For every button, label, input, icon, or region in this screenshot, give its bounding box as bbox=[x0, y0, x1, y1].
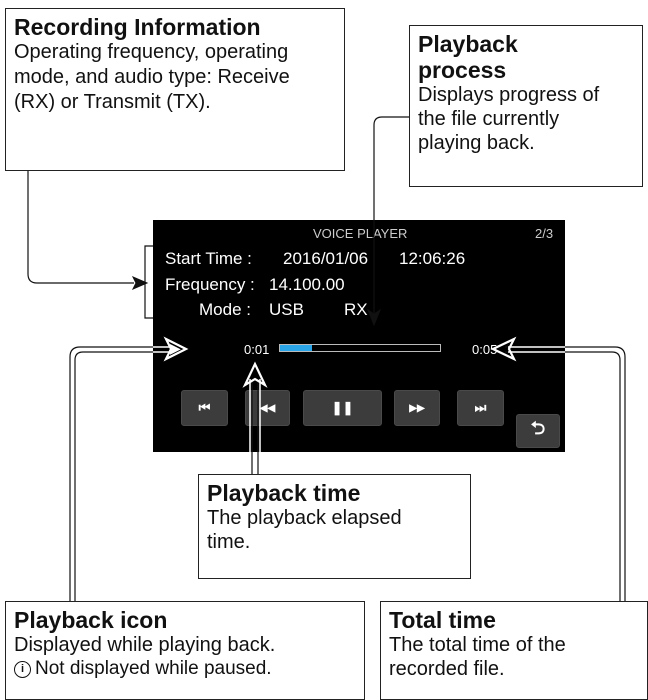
callout-body: Displays progress of the file currently … bbox=[418, 84, 600, 154]
callout-recording-information: Recording Information Operating frequenc… bbox=[5, 8, 345, 171]
start-time-clock: 12:06:26 bbox=[399, 249, 466, 268]
callout-total-time: Total time The total time of the recorde… bbox=[380, 601, 648, 700]
skip-forward-icon: ⏭ bbox=[474, 400, 487, 415]
skip-back-icon: ⏮ bbox=[198, 400, 211, 415]
info-icon: i bbox=[14, 661, 31, 678]
frequency-value: 14.100.00 bbox=[269, 275, 345, 294]
callout-title: Recording Information bbox=[14, 14, 261, 40]
callout-body: The total time of the recorded file. bbox=[389, 634, 566, 680]
callout-title: Playback time bbox=[207, 480, 361, 506]
screen-title: VOICE PLAYER bbox=[313, 226, 408, 241]
pause-icon: ❚❚ bbox=[331, 400, 354, 415]
callout-body: Operating frequency, operating mode, and… bbox=[14, 41, 290, 113]
callout-note-text: Not displayed while paused. bbox=[35, 658, 272, 679]
play-icon: ▶ bbox=[170, 340, 181, 356]
callout-playback-icon: Playback icon Displayed while playing ba… bbox=[5, 601, 365, 700]
progress-bar bbox=[279, 344, 441, 352]
audio-type: RX bbox=[344, 300, 368, 319]
callout-title: Total time bbox=[389, 607, 496, 633]
skip-back-button[interactable]: ⏮ bbox=[181, 390, 228, 426]
skip-forward-button[interactable]: ⏭ bbox=[457, 390, 504, 426]
frequency-label: Frequency : bbox=[165, 275, 255, 294]
total-time: 0:05 bbox=[472, 342, 498, 357]
mode-value: USB bbox=[269, 300, 304, 319]
fast-forward-button[interactable]: ▶▶ bbox=[394, 390, 440, 426]
page-indicator: 2/3 bbox=[535, 226, 554, 241]
progress-fill bbox=[280, 345, 312, 351]
start-time-date: 2016/01/06 bbox=[283, 249, 369, 268]
elapsed-time: 0:01 bbox=[244, 342, 270, 357]
mode-label: Mode : bbox=[199, 300, 251, 319]
callout-title: Playback icon bbox=[14, 607, 168, 633]
callout-playback-time: Playback time The playback elapsed time. bbox=[198, 474, 471, 579]
callout-playback-process: Playback process Displays progress of th… bbox=[409, 25, 643, 187]
callout-title: Playback process bbox=[418, 31, 518, 83]
rewind-icon: ◀◀ bbox=[259, 402, 276, 414]
start-time-label: Start Time : bbox=[165, 249, 252, 268]
pause-button[interactable]: ❚❚ bbox=[303, 390, 382, 426]
callout-body: The playback elapsed time. bbox=[207, 507, 402, 553]
return-icon: ⮌ bbox=[530, 418, 546, 438]
callout-body: Displayed while playing back. bbox=[14, 634, 276, 656]
fast-forward-icon: ▶▶ bbox=[409, 402, 425, 414]
return-button[interactable]: ⮌ bbox=[516, 414, 560, 448]
